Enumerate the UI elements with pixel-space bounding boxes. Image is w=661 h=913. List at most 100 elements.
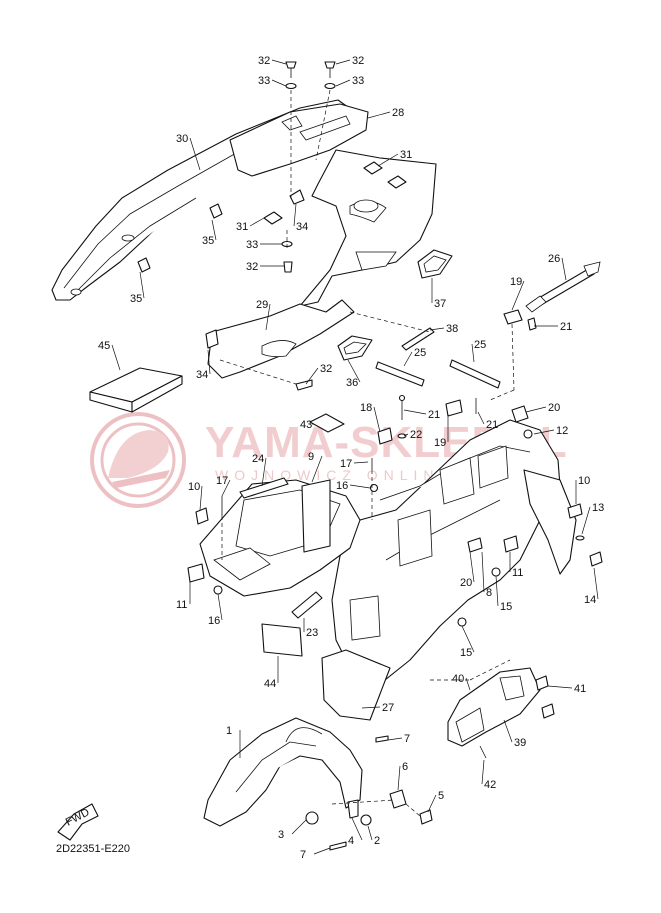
callout-label: 15	[500, 601, 512, 613]
clip-35a	[209, 203, 223, 219]
callout-22: 22	[403, 429, 422, 441]
callout-36: 36	[346, 359, 361, 389]
rear-fender-assembly	[331, 419, 577, 685]
callout-leader	[335, 79, 351, 87]
callout-8: 8	[481, 551, 492, 599]
callout-34: 34	[293, 203, 308, 233]
fwd-arrow: FWD	[57, 803, 99, 841]
callout-label: 18	[360, 402, 372, 414]
callout-leader	[387, 737, 403, 741]
screw-10a	[195, 507, 209, 525]
pin-7b	[329, 841, 347, 851]
callout-label: 30	[176, 133, 188, 145]
callout-leader	[189, 137, 201, 171]
callout-32: 32	[246, 261, 284, 273]
callout-label: 45	[98, 340, 110, 352]
callout-label: 1	[226, 725, 232, 737]
callout-44: 44	[264, 656, 279, 690]
callout-13: 13	[581, 502, 604, 535]
callout-15: 15	[460, 625, 475, 659]
callout-label: 33	[258, 75, 270, 87]
callout-leader	[465, 677, 471, 691]
callout-12: 12	[533, 425, 568, 437]
screw-42	[479, 745, 487, 759]
callout-label: 16	[208, 615, 220, 627]
callout-label: 10	[188, 481, 200, 493]
clip-35b	[137, 257, 151, 273]
clip-11a	[187, 563, 205, 583]
callout-label: 21	[486, 419, 498, 431]
callout-15: 15	[495, 575, 512, 613]
callout-leader	[377, 153, 399, 167]
callout-23: 23	[303, 618, 318, 639]
callout-28: 28	[367, 107, 404, 119]
callout-leader	[271, 79, 287, 87]
callout-leader	[593, 567, 599, 600]
callout-leader	[495, 575, 499, 607]
callout-25: 25	[403, 347, 426, 367]
callout-21: 21	[477, 411, 498, 431]
callout-24: 24	[252, 453, 267, 487]
part-37-gasket	[417, 249, 453, 279]
callout-leader	[139, 271, 145, 299]
callout-label: 33	[246, 239, 258, 251]
callout-label: 32	[246, 261, 258, 273]
callout-leader	[207, 349, 211, 375]
grommet-16b	[213, 585, 223, 595]
callout-17: 17	[216, 475, 231, 497]
callout-leader	[293, 203, 297, 227]
callout-leader	[503, 719, 513, 743]
callout-leader	[111, 344, 121, 371]
callout-11: 11	[509, 552, 523, 579]
washer-13	[575, 535, 585, 541]
bracket-19a	[503, 309, 523, 325]
grommet-15b	[457, 617, 467, 627]
callout-label: 7	[300, 849, 306, 861]
callout-leader	[561, 257, 567, 281]
callout-leader	[261, 457, 267, 487]
callout-label: 11	[512, 567, 523, 579]
callout-label: 6	[402, 761, 408, 773]
callout-label: 43	[300, 419, 312, 431]
callout-32: 32	[335, 55, 364, 67]
clip-21a	[527, 317, 537, 331]
callout-leader	[353, 461, 369, 464]
callout-leader	[511, 280, 525, 311]
callout-leader	[349, 484, 371, 489]
callout-label: 35	[202, 235, 214, 247]
callout-leader	[429, 327, 445, 331]
callout-leader	[217, 593, 223, 621]
callout-7: 7	[300, 847, 331, 861]
callout-label: 31	[236, 221, 248, 233]
part-29-bottom-cover	[207, 299, 355, 379]
callout-label: 10	[578, 475, 590, 487]
callout-label: 41	[574, 683, 586, 695]
callout-35: 35	[130, 271, 145, 305]
callout-label: 34	[196, 369, 208, 381]
callout-label: 22	[410, 429, 422, 441]
callout-35: 35	[202, 219, 217, 247]
callout-40: 40	[452, 673, 471, 691]
callout-37: 37	[431, 278, 446, 310]
part-24-strap	[239, 477, 289, 499]
callout-label: 42	[484, 779, 496, 791]
part-28-top-cover	[229, 103, 369, 177]
callout-10: 10	[188, 481, 203, 511]
callout-label: 35	[130, 293, 142, 305]
callout-39: 39	[503, 719, 526, 749]
callout-leader	[525, 406, 547, 413]
callout-label: 5	[438, 790, 444, 802]
part-45-pad	[89, 367, 183, 413]
part-39-taillight	[447, 667, 541, 747]
callout-label: 38	[446, 323, 458, 335]
callout-26: 26	[548, 253, 567, 281]
nut-31b	[387, 175, 407, 189]
callout-label: 9	[308, 451, 314, 463]
part-36-gasket	[337, 335, 373, 361]
callout-label: 8	[486, 587, 492, 599]
callout-label: 20	[460, 577, 472, 589]
callout-45: 45	[98, 340, 121, 371]
callout-leader	[477, 411, 485, 425]
callout-label: 26	[548, 253, 560, 265]
